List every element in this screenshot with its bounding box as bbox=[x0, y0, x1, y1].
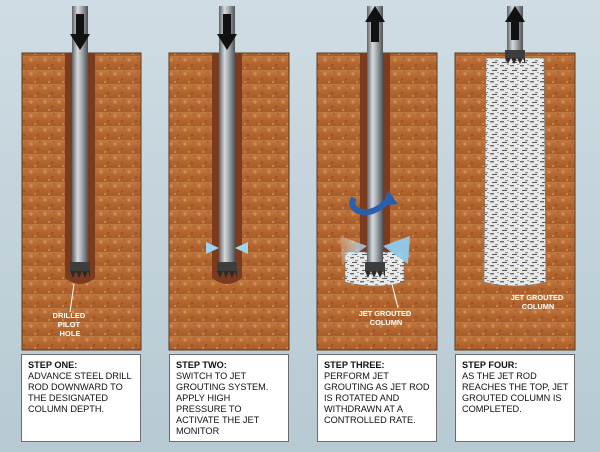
down-arrow-icon bbox=[217, 14, 237, 50]
step-two-caption: STEP TWO: SWITCH TO JET GROUTING SYSTEM.… bbox=[169, 354, 289, 442]
label-line: JET GROUTED bbox=[359, 309, 412, 318]
jet-nozzle-icon bbox=[206, 242, 248, 254]
step-four-panel: JET GROUTED COLUMN bbox=[454, 6, 576, 351]
step-heading: STEP ONE: bbox=[28, 360, 78, 370]
step-two-panel bbox=[168, 6, 290, 351]
drilled-pilot-hole-label: DRILLED PILOT HOLE bbox=[52, 311, 87, 338]
up-arrow-icon bbox=[365, 6, 385, 42]
label-line: COLUMN bbox=[370, 318, 402, 327]
label-line: COLUMN bbox=[522, 302, 554, 311]
jet-grouted-column-label: JET GROUTED COLUMN bbox=[511, 293, 566, 311]
label-line: JET GROUTED bbox=[511, 293, 564, 302]
drill-rod bbox=[219, 6, 235, 268]
up-arrow-icon bbox=[505, 6, 525, 40]
drill-bit-icon bbox=[217, 262, 237, 278]
drill-rod bbox=[72, 6, 88, 268]
step-description: PERFORM JET GROUTING AS JET ROD IS ROTAT… bbox=[324, 371, 430, 425]
drill-bit-icon bbox=[365, 262, 385, 278]
step-heading: STEP FOUR: bbox=[462, 360, 518, 370]
step-description: SWITCH TO JET GROUTING SYSTEM. APPLY HIG… bbox=[176, 371, 269, 436]
label-line: DRILLED bbox=[52, 311, 85, 320]
step-one-panel: DRILLED PILOT HOLE bbox=[21, 6, 142, 351]
jet-spray-icon bbox=[340, 236, 410, 264]
pilot-hole-bottom bbox=[212, 278, 242, 284]
step-one-caption: STEP ONE: ADVANCE STEEL DRILL ROD DOWNWA… bbox=[21, 354, 141, 442]
step-four-caption: STEP FOUR: AS THE JET ROD REACHES THE TO… bbox=[455, 354, 575, 442]
jet-grouted-column-label: JET GROUTED COLUMN bbox=[359, 309, 414, 327]
drill-bit-icon bbox=[505, 50, 525, 64]
step-description: ADVANCE STEEL DRILL ROD DOWNWARD TO THE … bbox=[28, 371, 132, 414]
label-leader bbox=[391, 283, 399, 309]
step-description: AS THE JET ROD REACHES THE TOP, JET GROU… bbox=[462, 371, 569, 414]
drill-rod bbox=[367, 6, 383, 268]
step-three-panel: JET GROUTED COLUMN bbox=[316, 6, 438, 351]
rotation-arrow-icon bbox=[349, 190, 398, 216]
label-line: PILOT bbox=[58, 320, 81, 329]
label-leader bbox=[69, 283, 75, 313]
pilot-hole-bottom bbox=[65, 278, 95, 284]
label-line: HOLE bbox=[59, 329, 80, 338]
step-heading: STEP TWO: bbox=[176, 360, 227, 370]
step-three-caption: STEP THREE: PERFORM JET GROUTING AS JET … bbox=[317, 354, 437, 442]
step-heading: STEP THREE: bbox=[324, 360, 385, 370]
grout-column bbox=[483, 57, 547, 287]
drill-bit-icon bbox=[70, 262, 90, 278]
down-arrow-icon bbox=[70, 14, 90, 50]
